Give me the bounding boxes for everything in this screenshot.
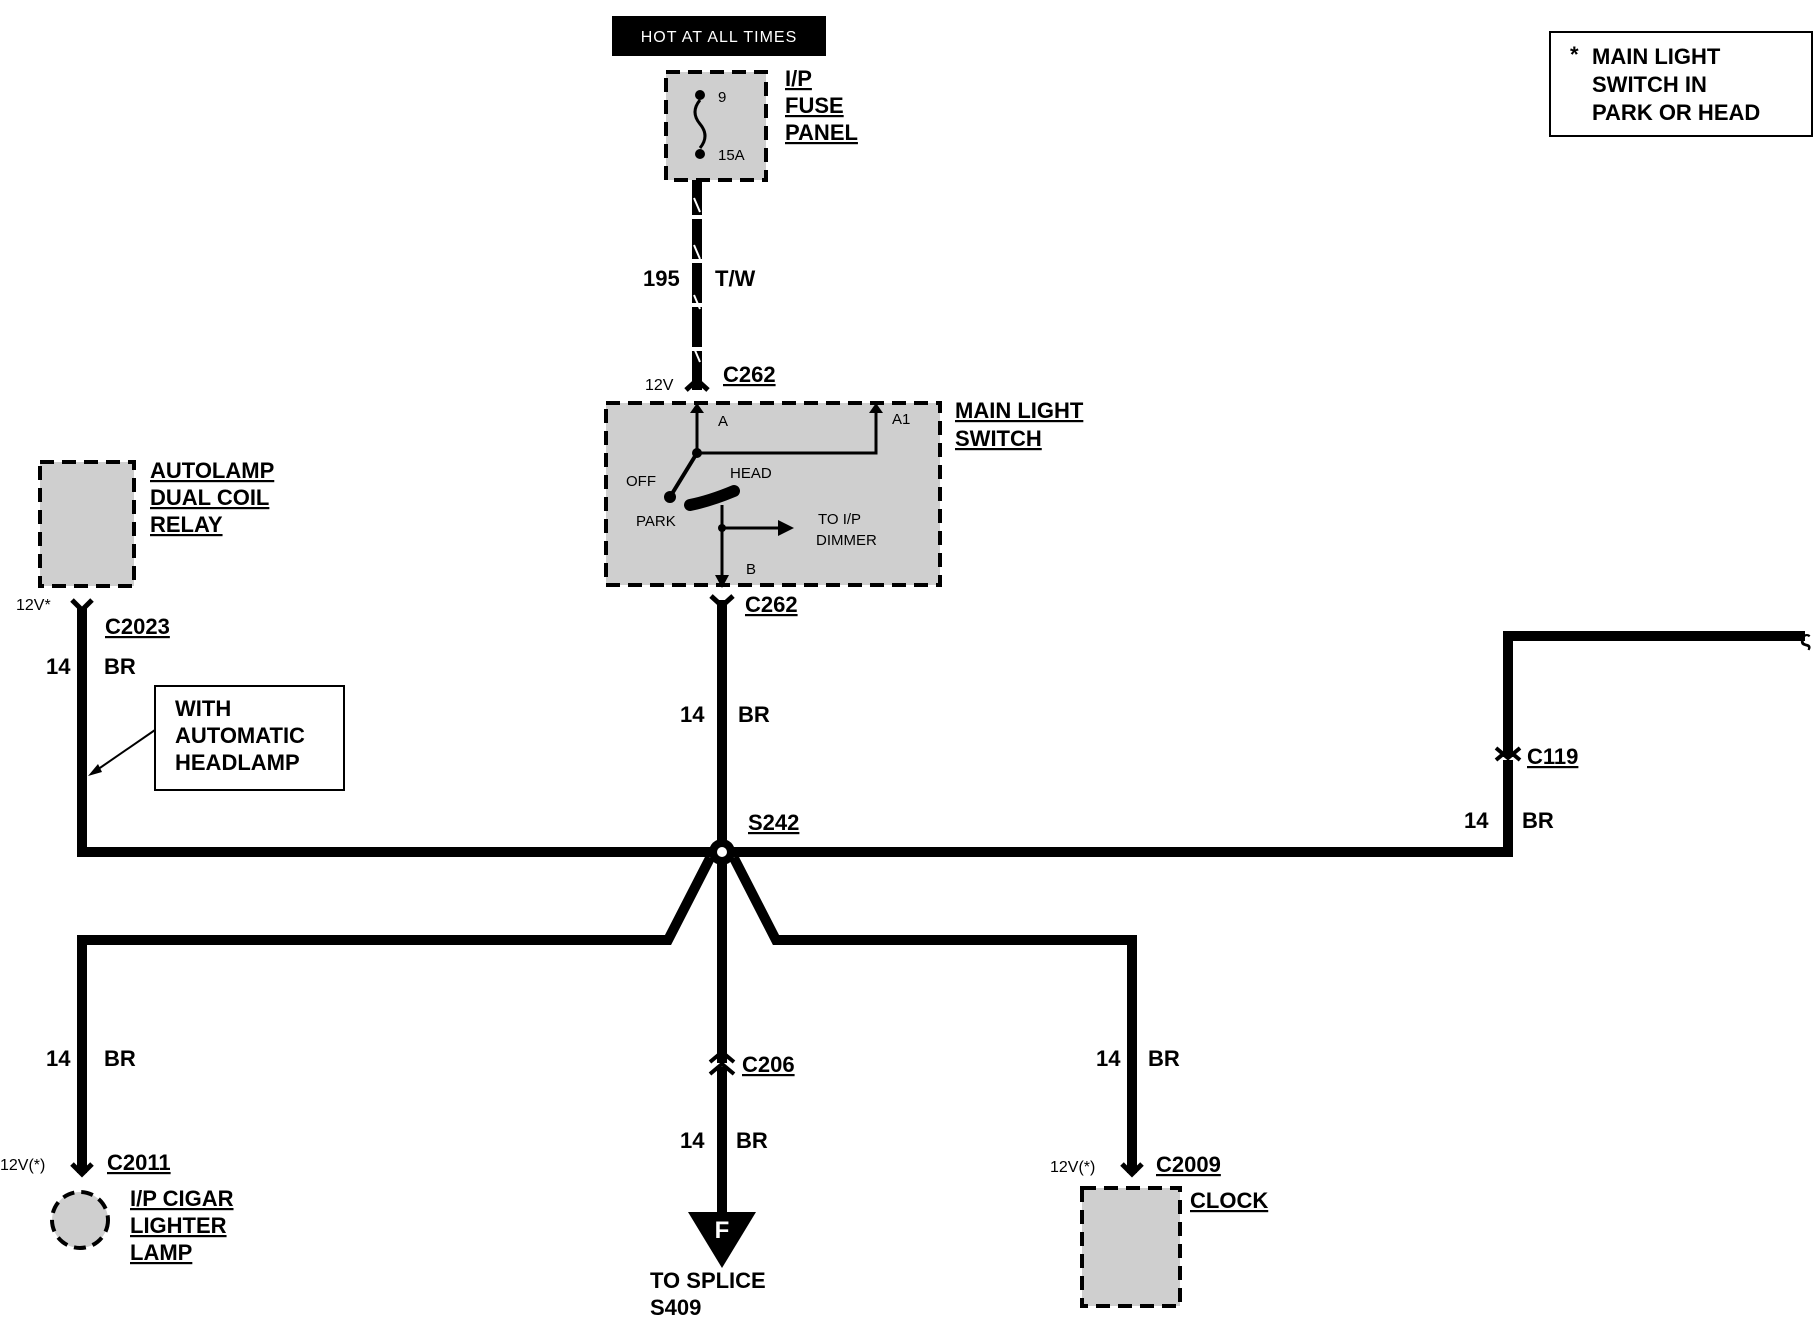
- off-page-mark: ς: [1800, 626, 1811, 651]
- switch-wire-size: 14: [680, 702, 705, 727]
- switch-wire-color: BR: [738, 702, 770, 727]
- clock-voltage: 12V(*): [1050, 1159, 1095, 1176]
- lighter-branch-wire: [77, 855, 715, 1173]
- c119-wire-color: BR: [1522, 808, 1554, 833]
- note-line-2: SWITCH IN: [1592, 72, 1707, 97]
- switch-pin-a: A: [718, 413, 728, 430]
- c206-label: C206: [742, 1052, 795, 1077]
- main-light-switch-box: [604, 401, 942, 587]
- note-line-3: PARK OR HEAD: [1592, 100, 1760, 125]
- splice-s242-label: S242: [748, 810, 799, 835]
- fuse-panel-label-1: I/P: [785, 66, 812, 91]
- bus-wire: [77, 607, 1513, 857]
- automatic-headlamp-line-2: AUTOMATIC: [175, 723, 305, 748]
- automatic-headlamp-line-3: HEADLAMP: [175, 750, 300, 775]
- note-asterisk: *: [1570, 42, 1579, 67]
- splice-f-symbol-icon: [688, 1212, 756, 1268]
- automatic-headlamp-line-1: WITH: [175, 696, 231, 721]
- c119-wire: [1503, 631, 1805, 757]
- autolamp-label-3: RELAY: [150, 512, 223, 537]
- c2011-label: C2011: [107, 1150, 171, 1175]
- clock-box: [1080, 1186, 1182, 1308]
- c2009-label: C2009: [1156, 1152, 1221, 1177]
- switch-label-1: MAIN LIGHT: [955, 398, 1084, 423]
- switch-pin-a1: A1: [892, 411, 910, 428]
- leader-arrow-icon: [88, 729, 156, 776]
- fuse-panel-box: [664, 70, 768, 182]
- wires: [77, 175, 1805, 1220]
- note-line-1: MAIN LIGHT: [1592, 44, 1721, 69]
- c119-label: C119: [1527, 744, 1578, 769]
- fuse-number: 9: [718, 89, 726, 106]
- clock-wire-size: 14: [1096, 1046, 1121, 1071]
- switch-pin-b: B: [746, 561, 756, 578]
- switch-dimmer-2: DIMMER: [816, 532, 877, 549]
- cigar-lighter-lamp-icon: [50, 1190, 110, 1250]
- clock-wire-color: BR: [1148, 1046, 1180, 1071]
- c119-wire-size: 14: [1464, 808, 1489, 833]
- switch-voltage: 12V: [645, 377, 674, 394]
- note-box: [1549, 31, 1813, 137]
- switch-pos-park: PARK: [636, 513, 676, 530]
- c206-connector-icon: [708, 1049, 736, 1076]
- autolamp-label-1: AUTOLAMP: [150, 458, 274, 483]
- c119-connector-icon: [1494, 746, 1522, 762]
- switch-pos-head: HEAD: [730, 465, 772, 482]
- feed-wire-color: T/W: [715, 266, 756, 291]
- power-banner-box: [612, 16, 826, 56]
- autolamp-wire-size: 14: [46, 654, 71, 679]
- lighter-wire-color: BR: [104, 1046, 136, 1071]
- to-splice-line-2: S409: [650, 1295, 701, 1320]
- lighter-voltage: 12V(*): [0, 1157, 45, 1174]
- c262-bottom-connector-icon: [709, 594, 735, 610]
- lighter-label-2: LIGHTER: [130, 1213, 227, 1238]
- feed-circuit-number: 195: [643, 266, 680, 291]
- ground-wire-color: BR: [736, 1128, 768, 1153]
- switch-pos-off: OFF: [626, 473, 656, 490]
- c262-top-label: C262: [723, 362, 776, 387]
- lighter-label-1: I/P CIGAR: [130, 1186, 234, 1211]
- power-banner: HOT AT ALL TIMES: [641, 29, 798, 46]
- autolamp-label-2: DUAL COIL: [150, 485, 269, 510]
- lighter-wire-size: 14: [46, 1046, 71, 1071]
- lighter-label-3: LAMP: [130, 1240, 192, 1265]
- clock-label: CLOCK: [1190, 1188, 1268, 1213]
- automatic-headlamp-box: [154, 685, 345, 791]
- switch-dimmer-1: TO I/P: [818, 511, 861, 528]
- switch-label-2: SWITCH: [955, 426, 1042, 451]
- fuse-panel-label-3: PANEL: [785, 120, 858, 145]
- c2009-connector-icon: [1120, 1162, 1144, 1178]
- switch-internals: [664, 403, 883, 588]
- c2023-connector-icon: [70, 598, 94, 614]
- c262-bottom-label: C262: [745, 592, 798, 617]
- c2023-label: C2023: [105, 614, 170, 639]
- fuse-icon: [693, 90, 707, 159]
- feed-wire-marks: [693, 197, 701, 363]
- fuse-panel-label-2: FUSE: [785, 93, 844, 118]
- autolamp-wire-color: BR: [104, 654, 136, 679]
- autolamp-voltage: 12V*: [16, 597, 51, 614]
- clock-branch-wire: [729, 855, 1137, 1173]
- to-splice-line-1: TO SPLICE: [650, 1268, 766, 1293]
- ground-symbol-letter: F: [715, 1217, 730, 1244]
- autolamp-relay-box: [38, 460, 136, 588]
- c2011-connector-icon: [70, 1162, 94, 1178]
- c262-top-connector-icon: [684, 376, 710, 392]
- ground-wire-size: 14: [680, 1128, 705, 1153]
- fuse-rating: 15A: [718, 147, 745, 164]
